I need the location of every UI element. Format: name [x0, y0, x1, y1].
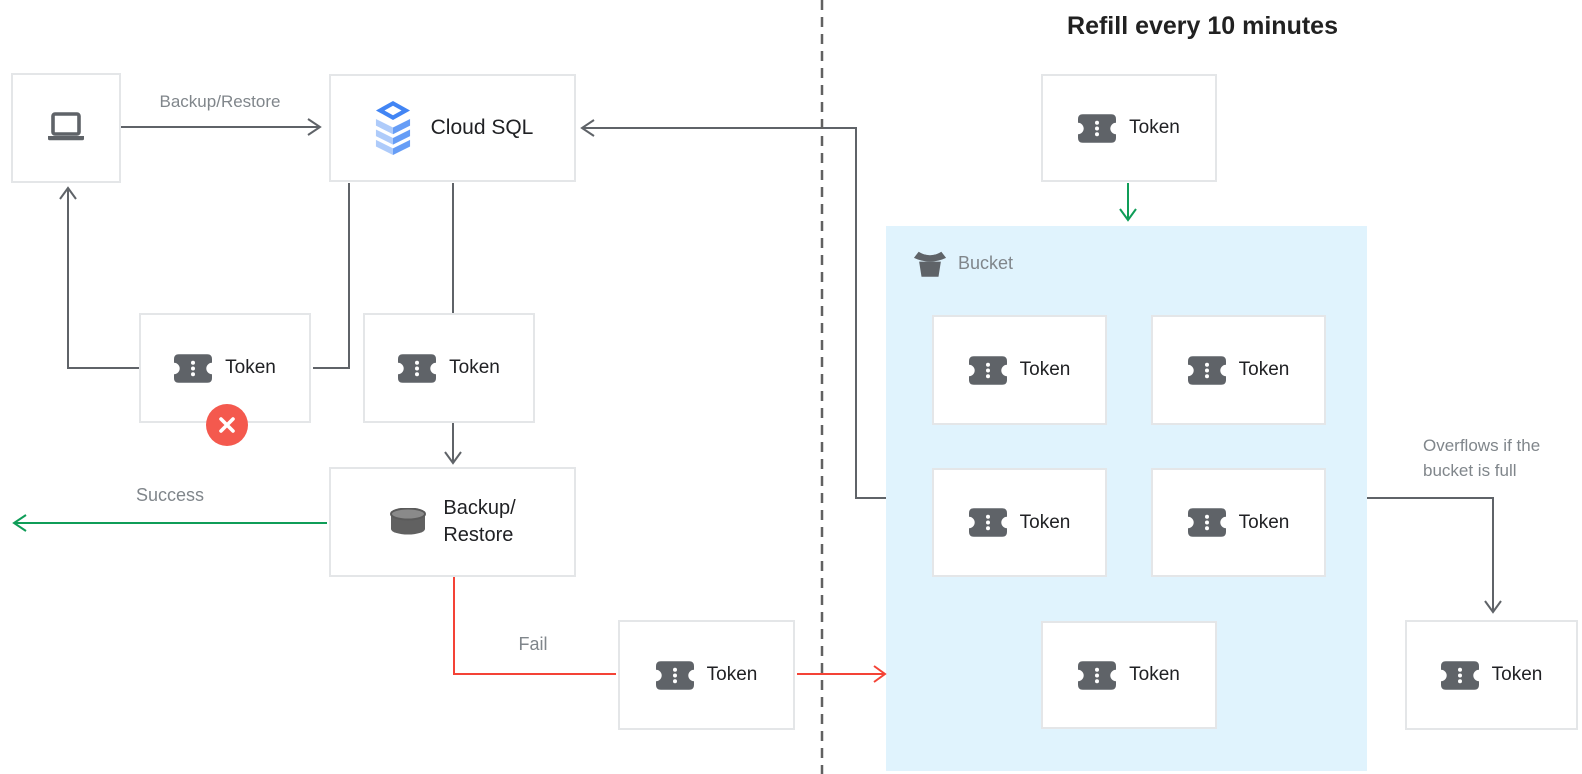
arrow-fail-to-token: [453, 577, 616, 675]
cloud-sql-node: Cloud SQL: [329, 74, 576, 182]
token-node-bucket-4: Token: [1151, 468, 1326, 577]
token-node-refill: Token: [1041, 74, 1217, 182]
arrowhead-left-icon: [580, 119, 595, 137]
backup-line2: Restore: [443, 524, 514, 546]
token-label: Token: [1019, 359, 1071, 380]
overflow-note: Overflows if the bucket is full: [1423, 433, 1540, 483]
laptop-icon: [48, 112, 84, 141]
token-node-fail-return: Token: [618, 620, 795, 730]
token-icon: [1187, 508, 1226, 537]
arrowhead-right-icon: [307, 118, 322, 136]
backup-restore-node-label: Backup/ Restore: [443, 495, 515, 549]
token-node-bucket-5: Token: [1041, 621, 1217, 729]
cloud-sql-icon: [375, 100, 410, 155]
error-badge: [206, 404, 248, 446]
error-x-icon: [219, 417, 235, 433]
token-icon: [1187, 355, 1226, 385]
token-label: Token: [706, 664, 758, 685]
bucket-header: Bucket: [913, 249, 1013, 278]
client-laptop-node: [11, 73, 121, 183]
token-label: Token: [225, 357, 276, 378]
backup-restore-arrow-label: Backup/Restore: [159, 92, 281, 111]
arrowhead-refill-icon: [1119, 208, 1137, 222]
token-label: Token: [1238, 511, 1290, 533]
backup-line1: Backup/: [443, 497, 516, 519]
arrowhead-down-icon: [444, 451, 462, 465]
refill-title: Refill every 10 minutes: [1067, 12, 1338, 40]
token-icon: [655, 660, 694, 690]
token-icon: [968, 355, 1007, 385]
token-icon: [174, 353, 213, 383]
success-label: Success: [135, 485, 205, 505]
token-label: Token: [1238, 359, 1290, 380]
line-bucket-to-cloudsql: [584, 127, 886, 499]
arrowhead-up-icon: [59, 186, 77, 200]
line-token1-to-laptop: [67, 190, 139, 369]
arrowhead-fail-icon: [873, 665, 887, 683]
overflow-line2: bucket is full: [1423, 461, 1517, 480]
token-icon: [968, 508, 1007, 537]
fail-label: Fail: [518, 634, 548, 654]
database-icon: [390, 508, 427, 535]
token-node-bucket-3: Token: [932, 468, 1107, 577]
bucket-icon: [913, 251, 947, 277]
token-label: Token: [1129, 664, 1180, 685]
arrowhead-success-icon: [12, 514, 27, 532]
overflow-line1: Overflows if the: [1423, 436, 1541, 455]
arrowhead-down-overflow-icon: [1484, 600, 1502, 614]
token-icon: [1078, 660, 1117, 690]
token-label: Token: [449, 357, 500, 378]
line-cloudsql-to-token1: [313, 183, 350, 369]
token-node-bucket-1: Token: [932, 315, 1107, 425]
cloud-sql-label: Cloud SQL: [430, 116, 534, 139]
backup-restore-node: Backup/ Restore: [329, 467, 576, 577]
token-icon: [1440, 660, 1479, 690]
token-label: Token: [1129, 117, 1180, 138]
token-node-request: Token: [363, 313, 535, 423]
line-bucket-overflow: [1367, 497, 1494, 610]
token-node-bucket-2: Token: [1151, 315, 1326, 425]
token-label: Token: [1491, 664, 1543, 685]
token-icon: [398, 353, 437, 383]
token-node-overflow: Token: [1405, 620, 1578, 730]
bucket-label: Bucket: [958, 253, 1014, 273]
token-label: Token: [1019, 511, 1071, 533]
token-icon: [1078, 113, 1117, 143]
